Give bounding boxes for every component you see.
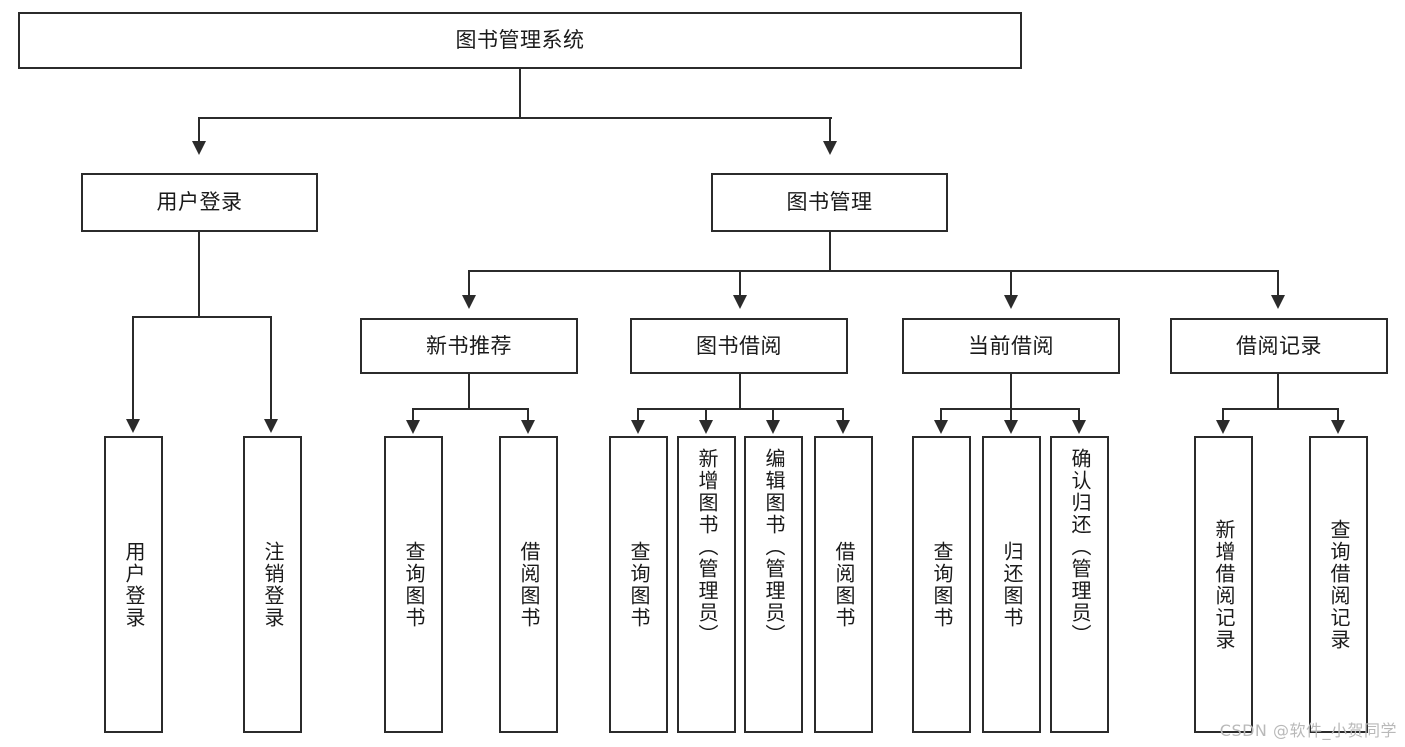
connector-record-drop bbox=[1277, 374, 1279, 408]
node-user-login[interactable]: 用户登录 bbox=[81, 173, 318, 232]
node-current-borrow-label: 当前借阅 bbox=[968, 333, 1054, 358]
node-leaf-query-book-3-label: 查询图书 bbox=[930, 540, 954, 629]
arrowhead-leaf-add-book bbox=[699, 420, 713, 434]
arrowhead-new-book-recommend bbox=[462, 295, 476, 309]
node-leaf-add-book[interactable]: 新增图书（管理员） bbox=[677, 436, 736, 733]
connector-book-manage-drop bbox=[829, 232, 831, 270]
node-borrow-record-label: 借阅记录 bbox=[1236, 333, 1322, 358]
arrowhead-leaf-edit-book bbox=[766, 420, 780, 434]
arrowhead-leaf-add-record bbox=[1216, 420, 1230, 434]
connector-rec-to-leaf2 bbox=[527, 408, 529, 422]
node-current-borrow[interactable]: 当前借阅 bbox=[902, 318, 1120, 374]
arrowhead-leaf-return-book bbox=[1004, 420, 1018, 434]
node-leaf-logout[interactable]: 注销登录 bbox=[243, 436, 302, 733]
connector-bm-to-record bbox=[1277, 270, 1279, 297]
arrowhead-leaf-confirm-return bbox=[1072, 420, 1086, 434]
node-leaf-query-book-2[interactable]: 查询图书 bbox=[609, 436, 668, 733]
arrowhead-leaf-borrow-book-1 bbox=[521, 420, 535, 434]
node-leaf-borrow-book-1[interactable]: 借阅图书 bbox=[499, 436, 558, 733]
node-book-borrow[interactable]: 图书借阅 bbox=[630, 318, 848, 374]
node-leaf-borrow-book-2-label: 借阅图书 bbox=[832, 540, 856, 629]
node-leaf-borrow-book-2[interactable]: 借阅图书 bbox=[814, 436, 873, 733]
node-borrow-record[interactable]: 借阅记录 bbox=[1170, 318, 1388, 374]
node-leaf-query-book-3[interactable]: 查询图书 bbox=[912, 436, 971, 733]
node-new-book-recommend[interactable]: 新书推荐 bbox=[360, 318, 578, 374]
node-leaf-confirm-return-label: 确认归还（管理员） bbox=[1068, 448, 1092, 646]
node-leaf-user-login[interactable]: 用户登录 bbox=[104, 436, 163, 733]
csdn-watermark: CSDN @软件_小贺同学 bbox=[1219, 721, 1397, 740]
connector-cb-to-leaf1 bbox=[940, 408, 942, 422]
connector-root-drop bbox=[519, 69, 521, 117]
arrowhead-leaf-query-record bbox=[1331, 420, 1345, 434]
connector-bm-to-recommend bbox=[468, 270, 470, 297]
connector-root-bus bbox=[198, 117, 832, 119]
connector-borrow-bus bbox=[637, 408, 844, 410]
connector-bb-to-leaf4 bbox=[842, 408, 844, 422]
connector-cb-to-leaf2 bbox=[1010, 408, 1012, 422]
connector-rec-to-leaf1 bbox=[412, 408, 414, 422]
node-leaf-query-record[interactable]: 查询借阅记录 bbox=[1309, 436, 1368, 733]
node-user-login-label: 用户登录 bbox=[156, 190, 243, 215]
node-leaf-confirm-return[interactable]: 确认归还（管理员） bbox=[1050, 436, 1109, 733]
arrowhead-leaf-logout bbox=[264, 419, 278, 433]
node-leaf-user-login-label: 用户登录 bbox=[122, 540, 146, 629]
arrowhead-leaf-user-login bbox=[126, 419, 140, 433]
connector-recommend-bus bbox=[412, 408, 529, 410]
connector-bb-to-leaf1 bbox=[637, 408, 639, 422]
connector-recommend-drop bbox=[468, 374, 470, 408]
connector-br-to-leaf2 bbox=[1337, 408, 1339, 422]
connector-ul-to-leaf2 bbox=[270, 316, 272, 420]
node-leaf-add-book-label: 新增图书（管理员） bbox=[695, 448, 719, 646]
connector-record-bus bbox=[1222, 408, 1339, 410]
node-root-label: 图书管理系统 bbox=[455, 28, 585, 53]
connector-root-to-user-login bbox=[198, 117, 200, 143]
node-new-book-recommend-label: 新书推荐 bbox=[426, 333, 512, 358]
node-book-manage-label: 图书管理 bbox=[786, 190, 873, 215]
arrowhead-user-login bbox=[192, 141, 206, 155]
arrowhead-leaf-query-book-3 bbox=[934, 420, 948, 434]
node-leaf-add-record[interactable]: 新增借阅记录 bbox=[1194, 436, 1253, 733]
node-book-manage[interactable]: 图书管理 bbox=[711, 173, 948, 232]
node-leaf-query-book-1[interactable]: 查询图书 bbox=[384, 436, 443, 733]
connector-user-login-bus bbox=[132, 316, 271, 318]
connector-ul-to-leaf1 bbox=[132, 316, 134, 420]
connector-bm-to-borrow bbox=[739, 270, 741, 297]
node-leaf-query-book-2-label: 查询图书 bbox=[627, 540, 651, 629]
connector-bb-to-leaf3 bbox=[772, 408, 774, 422]
node-leaf-query-record-label: 查询借阅记录 bbox=[1327, 518, 1351, 651]
node-root[interactable]: 图书管理系统 bbox=[18, 12, 1022, 69]
arrowhead-leaf-borrow-book-2 bbox=[836, 420, 850, 434]
connector-bm-to-current bbox=[1010, 270, 1012, 297]
node-leaf-return-book[interactable]: 归还图书 bbox=[982, 436, 1041, 733]
node-leaf-edit-book[interactable]: 编辑图书（管理员） bbox=[744, 436, 803, 733]
connector-current-drop bbox=[1010, 374, 1012, 408]
arrowhead-current-borrow bbox=[1004, 295, 1018, 309]
node-leaf-edit-book-label: 编辑图书（管理员） bbox=[762, 448, 786, 646]
connector-borrow-drop bbox=[739, 374, 741, 408]
node-leaf-add-record-label: 新增借阅记录 bbox=[1212, 518, 1236, 651]
arrowhead-borrow-record bbox=[1271, 295, 1285, 309]
node-leaf-query-book-1-label: 查询图书 bbox=[402, 540, 426, 629]
connector-root-to-book-manage bbox=[829, 117, 831, 143]
arrowhead-book-borrow bbox=[733, 295, 747, 309]
arrowhead-leaf-query-book-2 bbox=[631, 420, 645, 434]
node-leaf-borrow-book-1-label: 借阅图书 bbox=[517, 540, 541, 629]
node-leaf-logout-label: 注销登录 bbox=[261, 540, 285, 629]
connector-user-login-drop bbox=[198, 232, 200, 316]
arrowhead-book-manage bbox=[823, 141, 837, 155]
connector-cb-to-leaf3 bbox=[1078, 408, 1080, 422]
connector-br-to-leaf1 bbox=[1222, 408, 1224, 422]
arrowhead-leaf-query-book-1 bbox=[406, 420, 420, 434]
node-leaf-return-book-label: 归还图书 bbox=[1000, 540, 1024, 629]
node-book-borrow-label: 图书借阅 bbox=[696, 333, 782, 358]
connector-bb-to-leaf2 bbox=[705, 408, 707, 422]
connector-book-manage-bus bbox=[468, 270, 1279, 272]
